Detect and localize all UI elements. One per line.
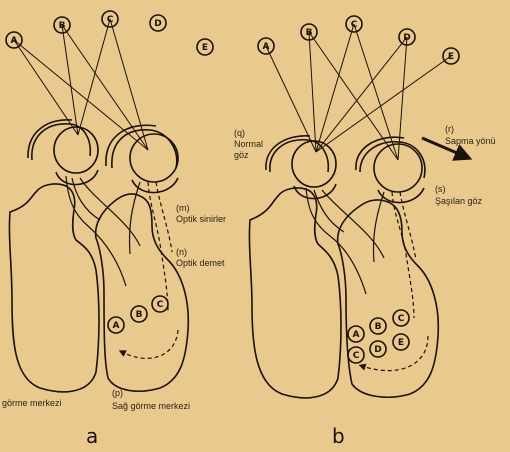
label-optik-sinirler: Optik sinirler xyxy=(176,214,226,224)
point-label-c: C xyxy=(351,20,358,30)
label-r-code: (r) xyxy=(445,124,454,134)
label-m-code: (m) xyxy=(176,203,190,213)
center-label-d: D xyxy=(374,345,381,355)
center-label-a: A xyxy=(353,330,360,340)
center-label-b: B xyxy=(136,310,143,320)
point-label-d: D xyxy=(403,33,410,43)
center-label-c2: C xyxy=(353,351,360,361)
point-label-a: A xyxy=(263,42,270,52)
panel-a-figure xyxy=(6,11,213,392)
label-goz: göz xyxy=(234,150,249,160)
label-p-code: (p) xyxy=(112,388,123,398)
label-right-center: Sağ görme merkezi xyxy=(112,401,190,411)
panel-a-point-labels: A B C D E A B C xyxy=(11,15,209,331)
point-label-e: E xyxy=(202,43,208,53)
point-label-b: B xyxy=(306,28,313,38)
point-label-c: C xyxy=(107,15,114,25)
center-label-a: A xyxy=(113,321,120,331)
panel-b-letter: b xyxy=(332,424,345,448)
point-label-b: B xyxy=(59,21,66,31)
point-label-d: D xyxy=(154,19,161,29)
panel-b-figure xyxy=(249,16,464,398)
label-left-center: görme merkezi xyxy=(2,398,62,408)
label-s-code: (s) xyxy=(435,184,446,194)
point-label-a: A xyxy=(11,36,18,46)
center-label-c: C xyxy=(157,300,164,310)
point-label-e: E xyxy=(448,52,454,62)
label-n-code: (n) xyxy=(176,247,187,257)
panel-b-point-labels: A B C D E A B C C D E xyxy=(263,20,455,361)
label-sapma-yonu: Sapma yönü xyxy=(445,136,496,146)
panel-a-letter: a xyxy=(86,424,98,448)
center-label-c: C xyxy=(398,314,405,324)
center-label-b: B xyxy=(375,322,382,332)
center-label-e: E xyxy=(398,338,404,348)
label-q-code: (q) xyxy=(234,128,245,138)
label-sasilan-goz: Şaşılan göz xyxy=(435,196,482,206)
label-optik-demet: Optik demet xyxy=(176,258,225,268)
label-normal: Normal xyxy=(234,139,263,149)
